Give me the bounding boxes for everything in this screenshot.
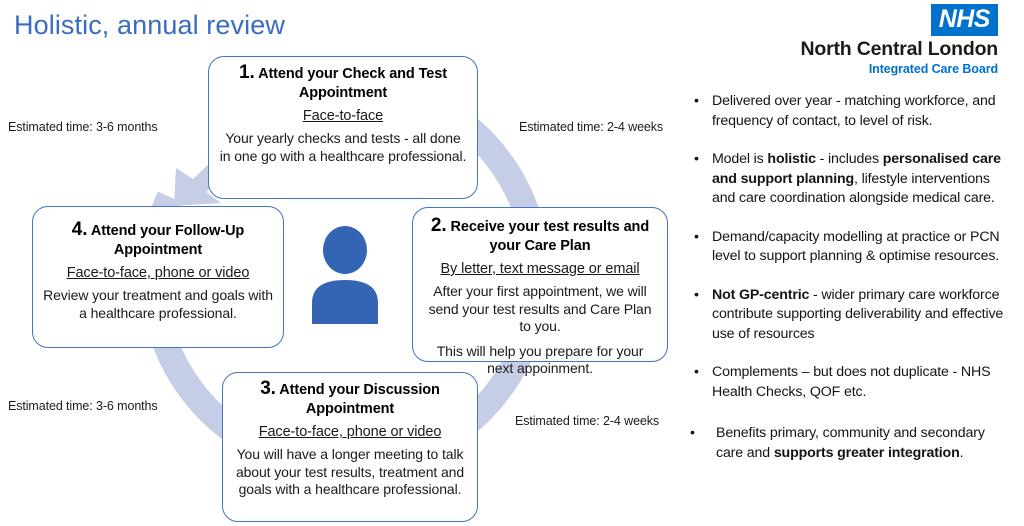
- bullet-icon: •: [694, 93, 699, 109]
- note-text: Delivered over year - matching workforce…: [712, 93, 996, 129]
- step-2-mode: By letter, text message or email: [440, 261, 640, 277]
- estimate-top-right: Estimated time: 2-4 weeks: [519, 120, 664, 134]
- step-box-2[interactable]: 2. Receive your test results and your Ca…: [412, 207, 668, 376]
- step-2-body-1: After your first appointment, we will se…: [428, 283, 652, 334]
- step-4-number: 4.: [71, 219, 88, 240]
- bullet-icon: •: [694, 151, 699, 167]
- note-text: Complements – but does not duplicate - N…: [712, 364, 991, 400]
- bullet-icon: •: [694, 228, 699, 245]
- step-3-mode: Face-to-face, phone or video: [258, 424, 442, 440]
- estimate-bottom-right: Estimated time: 2-4 weeks: [515, 414, 660, 428]
- note-item: • Delivered over year - matching workfor…: [690, 92, 1010, 131]
- step-4-title: Attend your Follow-Up Appointment: [90, 223, 245, 258]
- step-3-number: 3.: [260, 378, 276, 399]
- step-3-title: Attend your Discussion Appointment: [279, 382, 440, 417]
- bullet-icon: •: [694, 286, 699, 303]
- step-1-body-1: Your yearly checks and tests - all done …: [219, 130, 467, 164]
- bullet-icon: •: [690, 425, 695, 441]
- nhs-org-subtitle: Integrated Care Board: [868, 62, 998, 76]
- note-text: Model is holistic - includes personalise…: [712, 151, 1001, 206]
- estimate-bottom-left: Estimated time: 3-6 months: [8, 399, 158, 413]
- step-2-body-2: This will help you prepare for your next…: [436, 342, 644, 377]
- step-1-title: Attend your Check and Test Appointment: [258, 66, 447, 101]
- step-3-body-1: You will have a longer meeting to talk a…: [235, 446, 465, 497]
- nhs-org-name: North Central London: [800, 38, 999, 60]
- step-4-body-1: Review your treatment and goals with a h…: [43, 287, 273, 321]
- cycle-diagram: 1. Attend your Check and Test Appointmen…: [0, 40, 672, 526]
- step-2-heading: 2. Receive your test results and your Ca…: [423, 215, 657, 255]
- step-3-heading: 3. Attend your Discussion Appointment: [233, 378, 467, 418]
- step-box-4[interactable]: 4. Attend your Follow-Up Appointment Fac…: [32, 206, 284, 348]
- note-item: • Demand/capacity modelling at practice …: [690, 228, 1010, 267]
- step-box-1[interactable]: 1. Attend your Check and Test Appointmen…: [208, 56, 478, 199]
- person-icon: [312, 226, 378, 324]
- step-1-heading: 1. Attend your Check and Test Appointmen…: [219, 62, 467, 102]
- estimate-top-left: Estimated time: 3-6 months: [8, 120, 158, 134]
- note-text: Demand/capacity modelling at practice or…: [712, 228, 1000, 265]
- note-text: Not GP-centric - wider primary care work…: [712, 286, 1004, 342]
- step-box-3[interactable]: 3. Attend your Discussion Appointment Fa…: [222, 372, 478, 522]
- page-title: Holistic, annual review: [14, 10, 285, 40]
- note-item: • Benefits primary, community and second…: [690, 424, 1010, 463]
- nhs-logo: NHS North Central London Integrated Care…: [801, 4, 998, 77]
- note-item: • Complements – but does not duplicate -…: [690, 363, 1010, 402]
- step-2-number: 2.: [430, 215, 447, 236]
- note-item: • Model is holistic - includes personali…: [690, 150, 1010, 209]
- note-text: Benefits primary, community and secondar…: [716, 425, 985, 461]
- bullet-icon: •: [694, 364, 699, 380]
- step-4-heading: 4. Attend your Follow-Up Appointment: [43, 219, 273, 259]
- step-4-mode: Face-to-face, phone or video: [66, 265, 250, 281]
- step-1-mode: Face-to-face: [302, 108, 384, 124]
- note-item: • Not GP-centric - wider primary care wo…: [690, 286, 1010, 345]
- step-1-number: 1.: [239, 62, 255, 83]
- step-2-title: Receive your test results and your Care …: [450, 219, 650, 254]
- nhs-badge: NHS: [930, 4, 998, 36]
- notes-list: • Delivered over year - matching workfor…: [690, 92, 1010, 482]
